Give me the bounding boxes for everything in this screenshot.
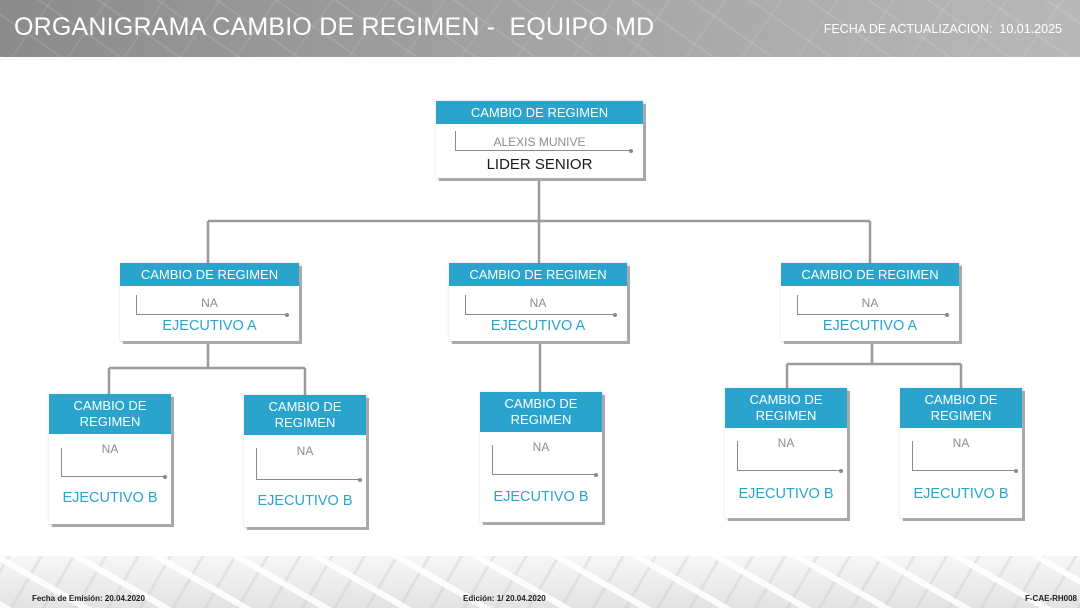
card-area: CAMBIO DE REGIMEN bbox=[480, 392, 602, 432]
org-card-level1-center[interactable]: CAMBIO DE REGIMEN NA EJECUTIVO A bbox=[449, 263, 627, 341]
card-bracket bbox=[61, 448, 167, 479]
card-person-name: NA bbox=[532, 440, 550, 454]
card-area: CAMBIO DE REGIMEN bbox=[900, 388, 1022, 428]
card-bracket bbox=[465, 295, 617, 317]
card-role: EJECUTIVO B bbox=[493, 489, 589, 505]
card-person-name: NA bbox=[296, 444, 314, 458]
org-card-level1-right[interactable]: CAMBIO DE REGIMEN NA EJECUTIVO A bbox=[781, 263, 959, 341]
card-role: EJECUTIVO B bbox=[62, 490, 158, 506]
card-person-name: NA bbox=[777, 436, 795, 450]
org-card-level2-d[interactable]: CAMBIO DE REGIMEN NA EJECUTIVO B bbox=[725, 388, 847, 518]
card-bracket bbox=[912, 441, 1018, 473]
card-role: EJECUTIVO B bbox=[738, 486, 834, 502]
org-card-level2-c[interactable]: CAMBIO DE REGIMEN NA EJECUTIVO B bbox=[480, 392, 602, 522]
org-card-root[interactable]: CAMBIO DE REGIMEN ALEXIS MUNIVE LIDER SE… bbox=[436, 101, 643, 178]
card-bracket bbox=[492, 445, 598, 477]
card-person-name: NA bbox=[201, 296, 218, 310]
form-code: F-CAE-RH008 bbox=[1024, 594, 1077, 603]
card-area: CAMBIO DE REGIMEN bbox=[49, 394, 171, 434]
card-area: CAMBIO DE REGIMEN bbox=[725, 388, 847, 428]
emission-date: Fecha de Emisión: 20.04.2020 bbox=[32, 594, 145, 603]
card-person-name: NA bbox=[101, 442, 119, 456]
card-bracket bbox=[737, 441, 843, 473]
card-area: CAMBIO DE REGIMEN bbox=[449, 263, 627, 286]
card-bracket bbox=[136, 295, 289, 317]
edition-info: Edición: 1/ 20.04.2020 bbox=[463, 594, 546, 603]
card-bracket bbox=[455, 131, 633, 153]
card-role: EJECUTIVO A bbox=[490, 318, 586, 334]
card-area: CAMBIO DE REGIMEN bbox=[436, 101, 643, 124]
card-person-name: NA bbox=[952, 436, 970, 450]
card-area: CAMBIO DE REGIMEN bbox=[781, 263, 959, 286]
update-date: FECHA DE ACTUALIZACION: 10.01.2025 bbox=[823, 22, 1062, 36]
page-title: ORGANIGRAMA CAMBIO DE REGIMEN - EQUIPO M… bbox=[14, 13, 655, 41]
card-area: CAMBIO DE REGIMEN bbox=[244, 395, 366, 435]
card-person-name: NA bbox=[529, 296, 547, 310]
card-bracket bbox=[797, 295, 949, 317]
card-area: CAMBIO DE REGIMEN bbox=[120, 263, 299, 286]
card-role: EJECUTIVO B bbox=[257, 493, 353, 509]
card-person-name: NA bbox=[861, 296, 879, 310]
card-person-name: ALEXIS MUNIVE bbox=[493, 135, 586, 149]
org-card-level2-e[interactable]: CAMBIO DE REGIMEN NA EJECUTIVO B bbox=[900, 388, 1022, 518]
footer-banner: Fecha de Emisión: 20.04.2020 Edición: 1/… bbox=[0, 556, 1080, 608]
org-card-level1-left[interactable]: CAMBIO DE REGIMEN NA EJECUTIVO A bbox=[120, 263, 299, 341]
org-card-level2-b[interactable]: CAMBIO DE REGIMEN NA EJECUTIVO B bbox=[244, 395, 366, 527]
card-role: EJECUTIVO A bbox=[822, 318, 918, 334]
card-role: EJECUTIVO A bbox=[162, 318, 257, 334]
org-card-level2-a[interactable]: CAMBIO DE REGIMEN NA EJECUTIVO B bbox=[49, 394, 171, 524]
card-role: LIDER SENIOR bbox=[486, 156, 593, 173]
card-bracket bbox=[256, 448, 362, 482]
header-banner: ORGANIGRAMA CAMBIO DE REGIMEN - EQUIPO M… bbox=[0, 0, 1080, 57]
card-role: EJECUTIVO B bbox=[913, 486, 1009, 502]
